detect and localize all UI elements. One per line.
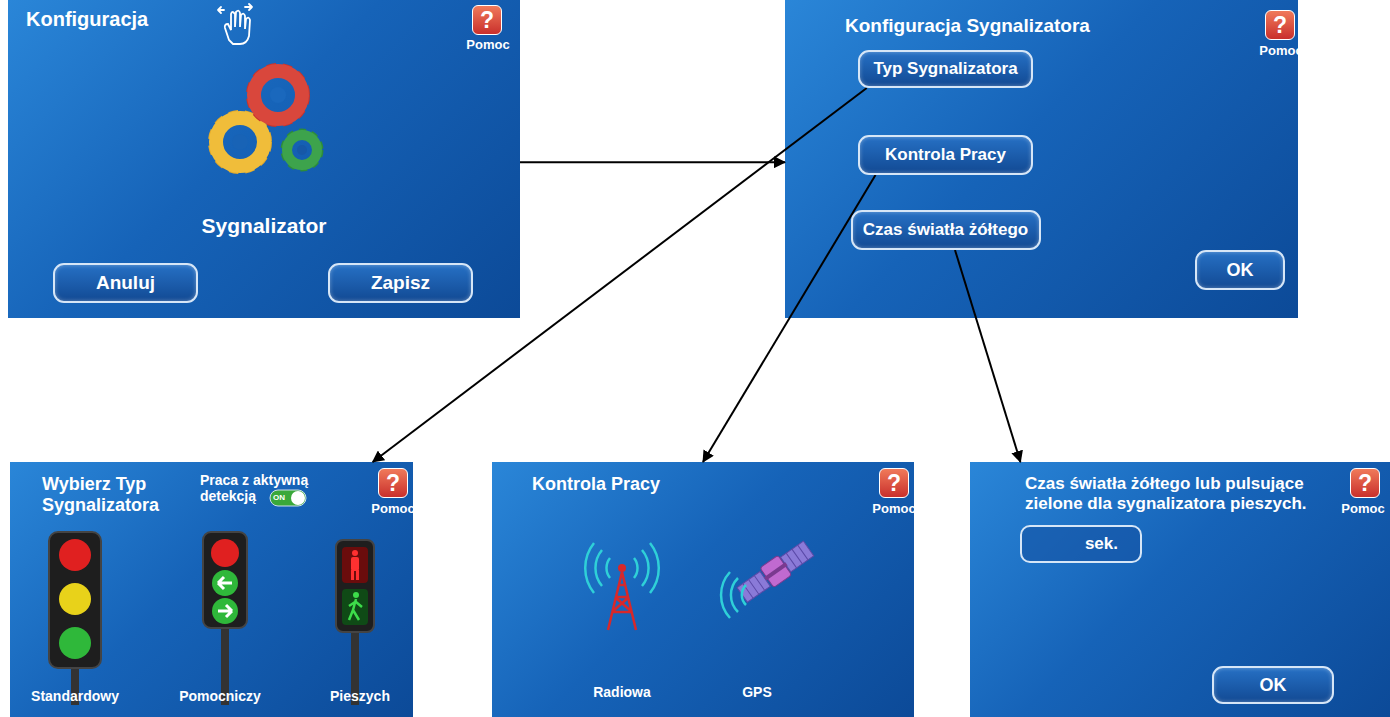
screen-title: Konfiguracja Sygnalizatora bbox=[845, 15, 1235, 37]
screen-title: Kontrola Pracy bbox=[532, 474, 752, 495]
gears-icon bbox=[214, 69, 319, 168]
radio-tower-icon bbox=[585, 543, 659, 630]
help-icon: ? bbox=[1265, 10, 1295, 40]
button-label: Typ Sygnalizatora bbox=[873, 59, 1017, 79]
flow-arrow bbox=[955, 250, 1020, 462]
button-label: OK bbox=[1227, 260, 1254, 281]
option-caption: Standardowy bbox=[10, 688, 140, 704]
ui-button: Typ Sygnalizatora bbox=[858, 50, 1033, 88]
flow-arrow bbox=[373, 88, 867, 462]
toggle-caption: Praca z aktywną detekcją bbox=[200, 472, 325, 504]
button-label: Kontrola Pracy bbox=[885, 145, 1006, 165]
ui-button: Zapisz bbox=[328, 263, 473, 303]
traffic-light-standard bbox=[49, 532, 101, 705]
toggle-switch bbox=[270, 490, 306, 506]
help-icon: ? bbox=[879, 468, 909, 498]
ui-screen: Konfiguracja SygnalizatoraPomocTyp Sygna… bbox=[785, 0, 1298, 318]
flow-arrow bbox=[703, 175, 876, 462]
help-icon: ? bbox=[1350, 468, 1380, 498]
option-caption: Pomocniczy bbox=[160, 688, 280, 704]
traffic-light-auxiliary bbox=[203, 532, 247, 705]
traffic-light-pedestrian bbox=[336, 540, 374, 705]
option-caption: GPS bbox=[722, 684, 792, 700]
help-icon: ? bbox=[472, 5, 502, 35]
button-label: Czas światła żółtego bbox=[863, 220, 1028, 240]
unit-text: sek. bbox=[1085, 534, 1118, 554]
option-caption: Radiowa bbox=[572, 684, 672, 700]
ui-screen: Kontrola PracyPomocRadiowaGPS? bbox=[492, 462, 914, 717]
help-caption: Pomoc bbox=[1251, 44, 1311, 59]
ui-screen: Wybierz Typ Sygnalizatora Praca z aktywną… bbox=[10, 462, 413, 717]
swipe-icon bbox=[218, 4, 252, 44]
input-field: sek. bbox=[1020, 525, 1142, 563]
help-icon: ? bbox=[378, 468, 408, 498]
flow-arrow bbox=[520, 161, 785, 163]
screen-title: Wybierz Typ Sygnalizatora bbox=[42, 474, 182, 515]
button-label: Anuluj bbox=[96, 272, 155, 294]
satellite-icon bbox=[721, 539, 815, 618]
button-label: OK bbox=[1260, 675, 1287, 696]
ui-button: OK bbox=[1195, 250, 1285, 290]
help-caption: Pomoc bbox=[869, 502, 919, 517]
screen-title: Czas światła żółtego lub pulsujące zielo… bbox=[1025, 474, 1325, 513]
ui-button: Anuluj bbox=[53, 263, 198, 303]
screen-title: Konfiguracja bbox=[26, 8, 246, 31]
toggle-state: ON bbox=[273, 491, 285, 505]
ui-screen: Czas światła żółtego lub pulsujące zielo… bbox=[970, 462, 1390, 717]
help-caption: Pomoc bbox=[368, 502, 418, 517]
ui-button: Czas światła żółtego bbox=[851, 210, 1041, 250]
option-caption: Pieszych bbox=[310, 688, 410, 704]
help-caption: Pomoc bbox=[458, 38, 518, 53]
ui-button: OK bbox=[1212, 666, 1334, 704]
icon-caption: Sygnalizator bbox=[148, 214, 380, 238]
button-label: Zapisz bbox=[371, 272, 430, 294]
help-caption: Pomoc bbox=[1340, 502, 1386, 517]
ui-button: Kontrola Pracy bbox=[858, 135, 1033, 175]
ui-screen: KonfiguracjaPomocSygnalizatorAnuluj Zapis… bbox=[8, 0, 520, 318]
